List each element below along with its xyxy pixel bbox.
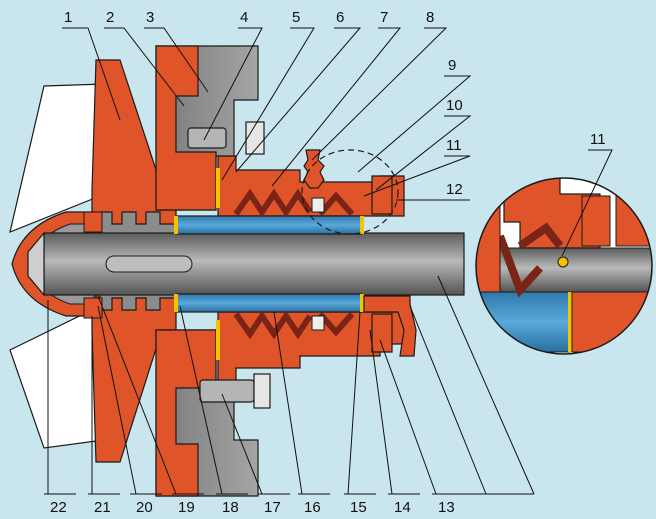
label-19: 19	[178, 499, 195, 516]
leader-lines	[47, 27, 613, 495]
seal-lip-upper	[317, 191, 355, 216]
label-inset-11: 11	[590, 131, 606, 148]
bearing-upper	[175, 215, 363, 235]
label-7: 7	[380, 9, 388, 26]
gasket-left-upper	[174, 216, 178, 234]
inset-detail	[475, 177, 653, 355]
gasket-right-lower	[360, 294, 364, 312]
inset-seal-body	[496, 234, 543, 298]
seal-packing-lower	[233, 310, 313, 340]
detail-circle	[301, 149, 399, 235]
spacer-lower	[311, 315, 325, 331]
label-12: 12	[446, 181, 463, 198]
inset-spring-ring	[557, 256, 569, 268]
gasket-right-upper	[360, 216, 364, 234]
seal-packing-upper	[233, 188, 313, 218]
nut-21	[83, 211, 103, 233]
label-14: 14	[394, 499, 411, 516]
label-13: 13	[438, 499, 455, 516]
bearing-lower	[175, 293, 363, 313]
label-10: 10	[446, 97, 463, 114]
spacer-upper	[311, 197, 325, 213]
inset-ring	[581, 195, 611, 247]
label-21: 21	[94, 499, 111, 516]
inset-border	[475, 177, 653, 355]
label-3: 3	[146, 9, 154, 26]
retaining-ring-upper	[371, 175, 393, 215]
bolt-head-lower	[253, 373, 271, 409]
label-1: 1	[64, 9, 72, 26]
label-6: 6	[336, 9, 344, 26]
label-4: 4	[240, 9, 248, 26]
flange-cover-upper	[155, 45, 217, 211]
drain-nipple	[303, 149, 325, 189]
impeller-blade-lower	[9, 305, 105, 449]
impeller-blade-upper	[9, 83, 105, 233]
inset-housing-lower	[571, 291, 652, 353]
bolt-head-upper	[245, 121, 265, 155]
part-labels: 1 2 3 4 5 6 7 8 9 10 11 12 11 22 21 20 1…	[50, 9, 606, 516]
shaft-keyway	[105, 255, 193, 273]
gasket-housing-upper	[216, 168, 220, 208]
label-20: 20	[136, 499, 153, 516]
shaft-collar	[363, 295, 417, 357]
label-22: 22	[50, 499, 67, 516]
inset-gasket	[568, 292, 573, 352]
gasket-housing-lower	[216, 320, 220, 360]
label-8: 8	[426, 9, 434, 26]
bolt-upper	[187, 127, 227, 149]
label-17: 17	[264, 499, 281, 516]
inset-ring-right	[615, 195, 652, 247]
label-2: 2	[106, 9, 114, 26]
retaining-ring-lower	[371, 313, 393, 353]
label-18: 18	[222, 499, 239, 516]
bolt-lower	[199, 379, 255, 403]
label-16: 16	[304, 499, 321, 516]
label-5: 5	[292, 9, 300, 26]
nut-21-lower	[83, 297, 103, 319]
inset-seal-lip	[517, 222, 564, 250]
gasket-left-lower	[174, 294, 178, 312]
label-15: 15	[350, 499, 367, 516]
label-9: 9	[448, 57, 456, 74]
label-11: 11	[446, 137, 462, 154]
shaft-tip	[27, 231, 45, 297]
inset-housing	[503, 178, 601, 249]
seal-lip-lower	[317, 312, 355, 337]
